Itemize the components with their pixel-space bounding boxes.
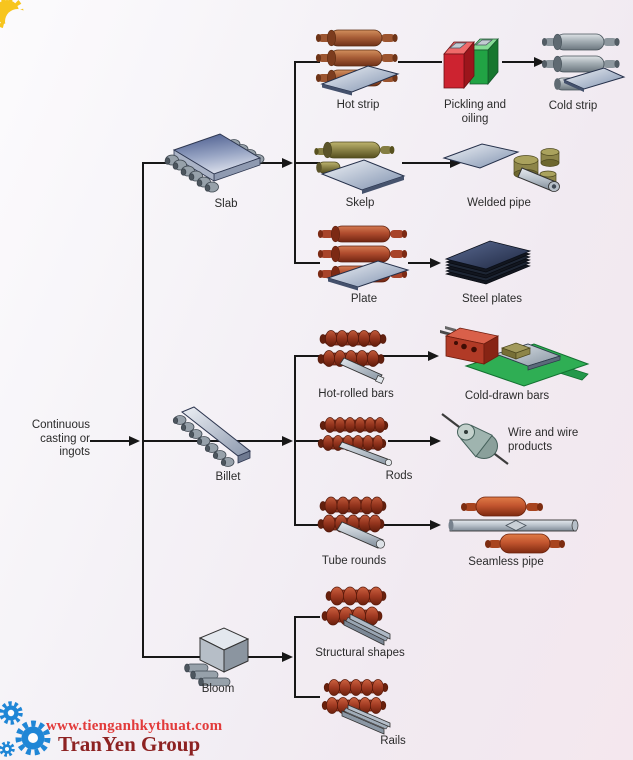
pickling-tanks-illustration — [443, 37, 499, 90]
connector-skelp-in — [294, 162, 320, 164]
label-cold-drawn-bars: Cold-drawn bars — [464, 390, 550, 402]
connector-trunk — [142, 162, 144, 658]
connector-plate-in — [294, 262, 320, 264]
connector-pickling-to-cold-strip — [502, 61, 534, 63]
connector-bloom-vertical — [294, 616, 296, 698]
hot-strip-mill-illustration — [315, 29, 400, 96]
skelp-mill-illustration — [314, 141, 406, 194]
connector-rods-to-wire — [388, 440, 430, 442]
bloom-illustration — [184, 627, 250, 686]
rails-mill-illustration — [321, 679, 391, 735]
connector-rods-in — [294, 440, 320, 442]
label-rails: Rails — [380, 735, 406, 747]
label-plate: Plate — [350, 293, 378, 305]
steel-plates-illustration — [444, 240, 532, 285]
arrowhead-steel-plates — [430, 258, 441, 268]
connector-plate-to-steel-plates — [408, 262, 430, 264]
wire-die-illustration — [441, 413, 509, 465]
hot-rolled-bars-mill-illustration — [317, 330, 387, 384]
watermark-url[interactable]: www.tienganhkythuat.com — [46, 718, 223, 734]
arrowhead-billet — [282, 436, 293, 446]
cold-strip-mill-illustration — [542, 33, 626, 92]
arrowhead-bloom — [282, 652, 293, 662]
arrowhead-cold-drawn — [428, 351, 439, 361]
billet-illustration — [172, 406, 251, 467]
connector-structural-in — [294, 616, 320, 618]
welded-pipe-illustration — [442, 143, 560, 192]
connector-hrb-in — [294, 355, 320, 357]
arrowhead-welded-pipe — [450, 158, 461, 168]
label-cold-strip: Cold strip — [548, 100, 598, 112]
connector-tube-to-seamless — [374, 524, 430, 526]
arrowhead-source — [129, 436, 140, 446]
gear-cluster-icon — [0, 701, 51, 757]
label-skelp: Skelp — [345, 197, 375, 209]
arrowhead-cold-strip — [534, 57, 545, 67]
connector-hrb-to-cdb — [368, 355, 428, 357]
label-tube-rounds: Tube rounds — [321, 555, 387, 567]
gear-fragment-icon — [0, 0, 30, 34]
brand-name: TranYen Group — [58, 732, 201, 756]
label-wire-products: Wire and wire products — [508, 427, 579, 453]
connector-hot-strip-to-pickling — [398, 61, 442, 63]
connector-skelp-to-welded — [402, 162, 450, 164]
label-slab: Slab — [214, 198, 238, 210]
connector-rails-in — [294, 696, 320, 698]
label-seamless-pipe: Seamless pipe — [468, 556, 544, 568]
label-rods: Rods — [385, 470, 413, 482]
arrowhead-slab — [282, 158, 293, 168]
label-steel-plates: Steel plates — [461, 293, 523, 305]
label-pickling-and-oiling: Pickling and oiling — [443, 99, 506, 125]
arrowhead-seamless — [430, 520, 441, 530]
label-welded-pipe: Welded pipe — [467, 197, 531, 209]
label-hot-rolled-bars: Hot-rolled bars — [318, 388, 394, 400]
slab-illustration — [164, 133, 265, 193]
label-bloom: Bloom — [201, 683, 235, 695]
tube-rounds-mill-illustration — [317, 496, 387, 549]
label-hot-strip: Hot strip — [336, 99, 380, 111]
connector-source-to-trunk — [90, 440, 129, 442]
connector-billet-branch — [142, 440, 282, 442]
label-source: Continuous casting or ingots — [31, 419, 90, 458]
arrowhead-wire — [430, 436, 441, 446]
connector-tube-in — [294, 524, 320, 526]
cold-drawn-bars-illustration — [440, 326, 590, 387]
label-structural-shapes: Structural shapes — [315, 647, 405, 659]
connector-hot-strip-in — [294, 61, 320, 63]
label-billet: Billet — [215, 471, 241, 483]
rods-mill-illustration — [317, 417, 393, 467]
structural-shapes-mill-illustration — [321, 586, 391, 646]
seamless-pipe-illustration — [448, 496, 579, 554]
plate-mill-illustration — [317, 225, 410, 291]
